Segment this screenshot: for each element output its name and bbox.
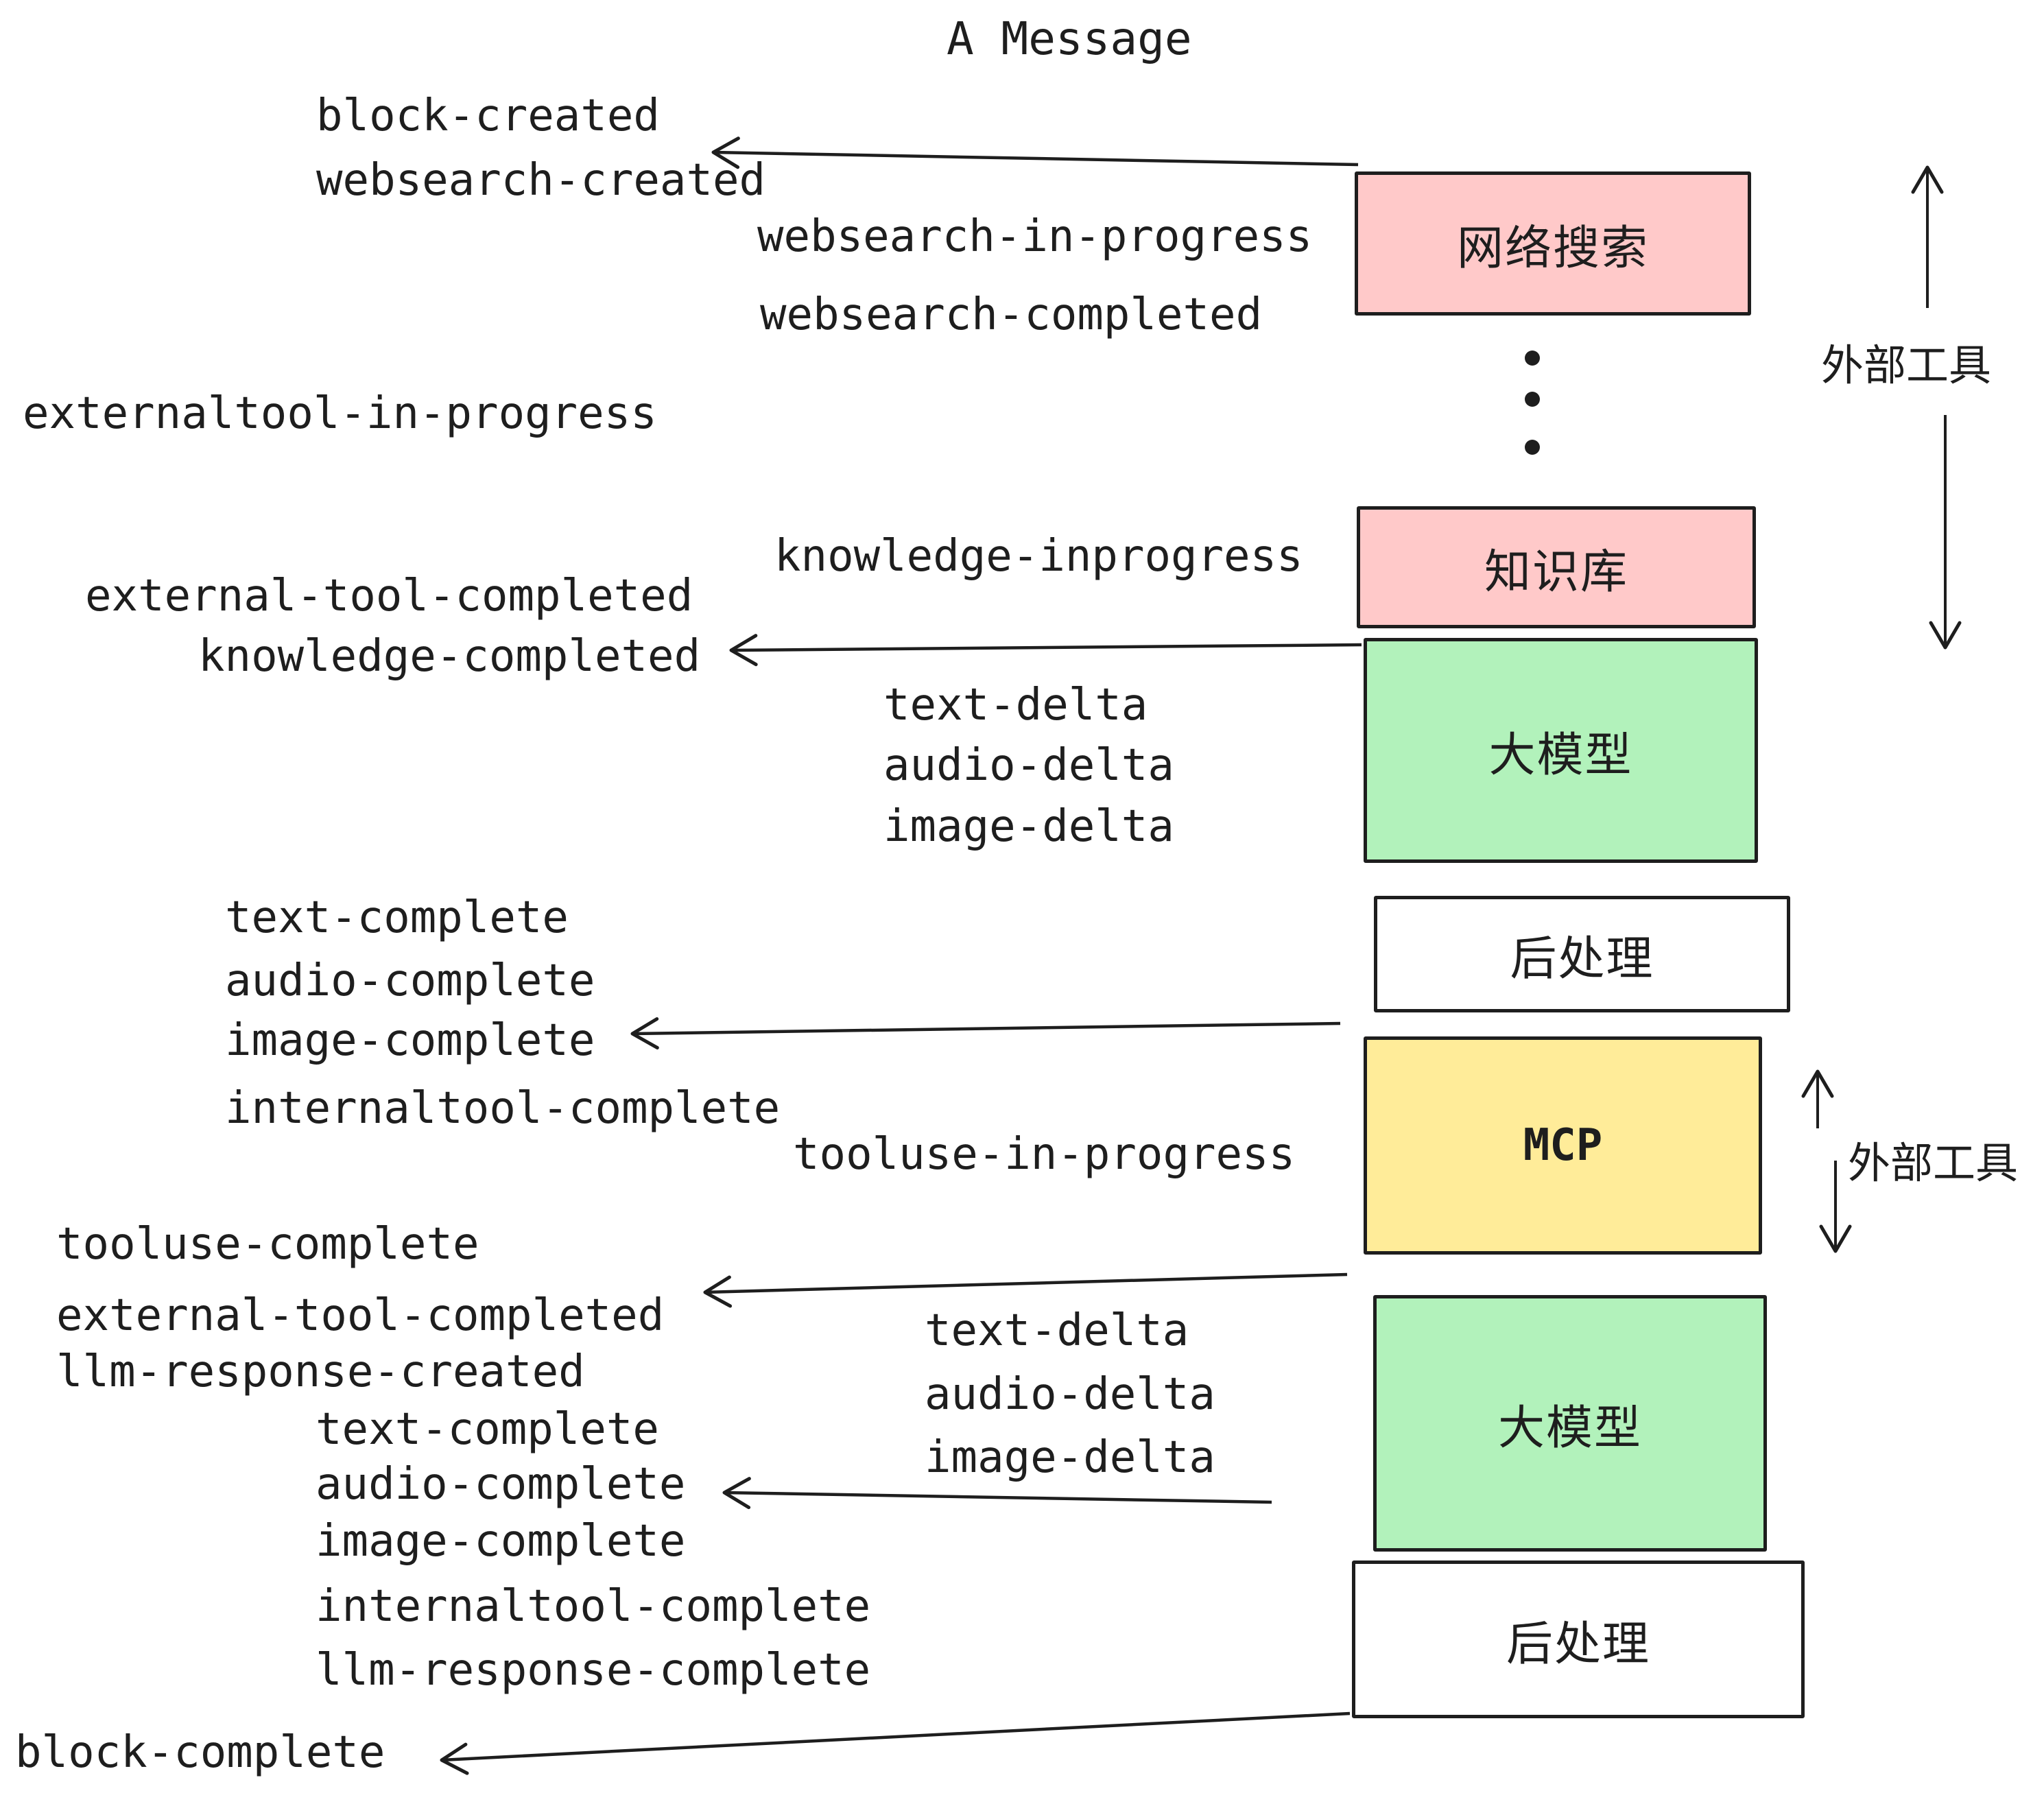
box-postprocess-1-label: 后处理 <box>1510 931 1654 986</box>
box-llm-1-label: 大模型 <box>1488 728 1633 783</box>
event-block-complete: block-complete <box>15 1727 385 1778</box>
box-mcp: MCP <box>1364 1036 1762 1255</box>
external-tools-label-1: 外部工具 <box>1821 340 1992 390</box>
event-audio-delta-1: audio-delta <box>883 740 1174 791</box>
arrow-block-complete <box>440 1711 1351 1775</box>
event-tooluse-complete: tooluse-complete <box>56 1219 479 1270</box>
box-knowledge-base-label: 知识库 <box>1484 545 1628 600</box>
event-llm-response-created: llm-response-created <box>56 1346 585 1397</box>
box-postprocess-1: 后处理 <box>1374 896 1790 1012</box>
event-image-complete-1: image-complete <box>225 1015 595 1066</box>
diagram-title: A Message <box>947 12 1192 65</box>
event-audio-delta-2: audio-delta <box>925 1369 1215 1420</box>
event-websearch-in-progress: websearch-in-progress <box>757 211 1313 262</box>
event-block-created: block-created <box>316 91 660 141</box>
box-llm-2-label: 大模型 <box>1497 1401 1642 1456</box>
event-knowledge-inprogress: knowledge-inprogress <box>774 531 1303 582</box>
event-external-tool-completed-2: external-tool-completed <box>56 1290 665 1341</box>
event-llm-response-complete: llm-response-complete <box>316 1645 871 1696</box>
event-text-complete-2: text-complete <box>316 1404 659 1455</box>
box-web-search-label: 网络搜索 <box>1456 221 1649 276</box>
box-knowledge-base: 知识库 <box>1357 506 1756 628</box>
event-audio-complete-1: audio-complete <box>225 956 595 1006</box>
event-text-complete-1: text-complete <box>225 892 569 943</box>
box-mcp-label: MCP <box>1523 1120 1603 1171</box>
box-postprocess-2: 后处理 <box>1352 1560 1805 1718</box>
event-externaltool-in-progress: externaltool-in-progress <box>23 388 657 439</box>
box-web-search: 网络搜索 <box>1355 171 1751 316</box>
arrow-knowledge-completed <box>729 634 1362 667</box>
event-websearch-completed: websearch-completed <box>760 289 1263 340</box>
event-text-delta-1: text-delta <box>883 680 1148 731</box>
event-websearch-created: websearch-created <box>316 155 766 206</box>
event-image-delta-1: image-delta <box>883 801 1174 852</box>
event-knowledge-completed: knowledge-completed <box>198 631 701 682</box>
event-image-complete-2: image-complete <box>316 1516 686 1567</box>
arrow-websearch-created <box>711 137 1359 169</box>
event-text-delta-2: text-delta <box>925 1305 1189 1356</box>
box-llm-1: 大模型 <box>1364 638 1758 863</box>
arrow-tooluse-complete-group <box>703 1272 1348 1308</box>
box-postprocess-2-label: 后处理 <box>1506 1617 1650 1672</box>
vertical-ellipsis-icon <box>1525 351 1540 455</box>
event-audio-complete-2: audio-complete <box>316 1459 686 1510</box>
event-internaltool-complete-2: internaltool-complete <box>316 1581 871 1632</box>
event-external-tool-completed-1: external-tool-completed <box>85 571 693 621</box>
event-image-delta-2: image-delta <box>925 1432 1215 1483</box>
arrow-internal-complete-group1 <box>630 1017 1341 1049</box>
box-llm-2: 大模型 <box>1373 1295 1767 1552</box>
external-tools-label-2: 外部工具 <box>1848 1138 2019 1188</box>
arrow-complete-group2 <box>722 1477 1272 1510</box>
event-internaltool-complete-1: internaltool-complete <box>225 1083 781 1134</box>
event-tooluse-in-progress: tooluse-in-progress <box>793 1129 1296 1180</box>
